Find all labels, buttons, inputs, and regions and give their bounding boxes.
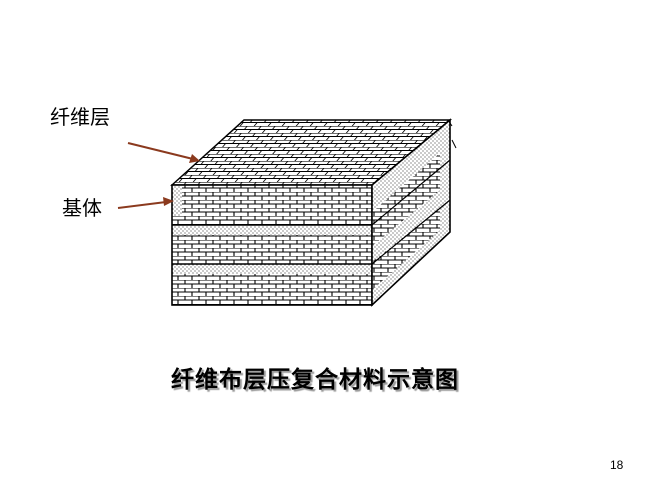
matrix-strip-front-3 [172,264,372,274]
block-front-face [171,184,373,306]
arrow-matrix [117,197,174,209]
arrow-fiber-layer [127,142,200,163]
matrix-strip-front-2 [172,225,372,235]
fiber-layer-side-2 [372,208,440,290]
page-number: 18 [610,458,624,472]
label-fiber-layer: 纤维层 [50,105,110,129]
fiber-layer-side-1 [372,153,440,246]
label-matrix: 基体 [62,196,102,220]
diagram-caption: 纤维布层压复合材料示意图 [171,366,459,393]
block-side-face [371,118,457,307]
fiber-layer-front-1 [182,186,372,216]
fiber-layer-front-2 [182,235,372,264]
fiber-layer-front-3 [182,274,372,305]
